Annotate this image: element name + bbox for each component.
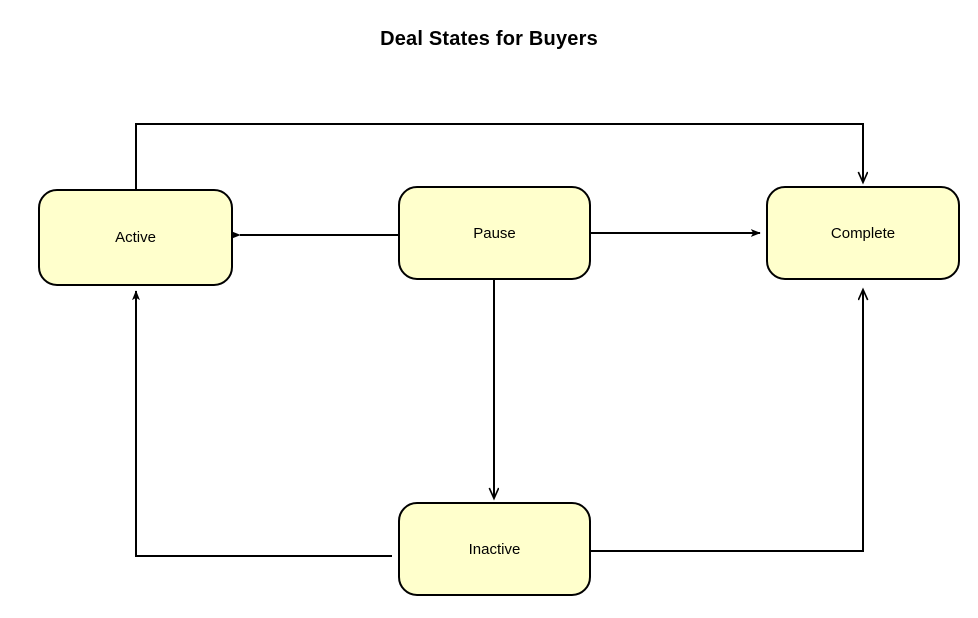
node-active[interactable]: [38, 189, 233, 286]
edge-active-to-complete-path: [135, 123, 863, 190]
edge-inactive-to-complete-path: [590, 290, 863, 552]
node-inactive[interactable]: [398, 502, 591, 596]
node-complete[interactable]: [766, 186, 960, 280]
page-title: Deal States for Buyers: [380, 28, 598, 50]
node-pause[interactable]: [398, 186, 591, 280]
edge-inactive-to-active-tail: [135, 291, 392, 557]
edge-inactive-to-active: [132, 290, 392, 557]
edge-inactive-to-complete: [590, 290, 863, 552]
node-pause-shape[interactable]: [398, 186, 591, 280]
node-active-shape[interactable]: [38, 189, 233, 286]
node-complete-shape[interactable]: [766, 186, 960, 280]
edge-active-to-complete: [135, 123, 863, 190]
node-inactive-shape[interactable]: [398, 502, 591, 596]
